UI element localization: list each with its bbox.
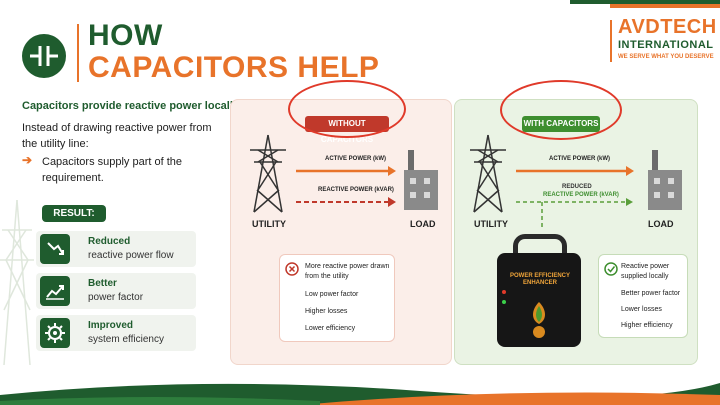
leaf-badge-icon [533, 302, 545, 338]
factory-icon [404, 150, 438, 210]
result-item-title: Better [88, 278, 117, 289]
highlight-circle [288, 80, 406, 138]
result-item-subtitle: power factor [88, 292, 144, 303]
brand-tagline: WE SERVE WHAT YOU DESERVE [618, 54, 714, 60]
utility-label: UTILITY [252, 219, 286, 229]
result-item-title: Reduced [88, 236, 131, 247]
status-led [502, 300, 506, 304]
device-label: POWER EFFICIENCY ENHANCER [509, 273, 570, 286]
with-info-item: Better power factor [621, 290, 681, 297]
highlight-circle [500, 80, 622, 140]
with-info-item: Lower losses [621, 306, 662, 313]
utility-tower-icon [470, 134, 506, 213]
with-info-item: Reactive power supplied locally [621, 263, 670, 280]
with-info-item: Higher efficiency [621, 322, 673, 329]
device-handle [513, 234, 567, 260]
tower-background-icon [0, 199, 34, 366]
x-circle-icon [285, 262, 299, 276]
without-info-item: Higher losses [305, 308, 348, 315]
load-label: LOAD [410, 219, 436, 229]
with-diagram [470, 134, 682, 230]
utility-tower-icon [250, 134, 286, 213]
brand-subname: INTERNATIONAL [618, 39, 714, 51]
result-item-improved: Improved system efficiency [36, 315, 196, 351]
without-info-item: More reactive power drawn from the utili… [305, 263, 390, 280]
brand-name: AVDTECH [618, 16, 717, 38]
bottom-wave-decoration [0, 383, 720, 405]
without-info-item: Lower efficiency [305, 325, 356, 332]
without-info-item: Low power factor [305, 291, 359, 298]
factory-icon [648, 150, 682, 210]
trend-up-icon [40, 276, 70, 306]
utility-label: UTILITY [474, 219, 508, 229]
active-power-label: ACTIVE POWER (kW) [549, 156, 610, 162]
result-item-title: Improved [88, 320, 134, 331]
reactive-power-label: REACTIVE POWER (kVAR) [318, 187, 394, 193]
title-divider [77, 24, 79, 82]
intro-headline: Capacitors provide reactive power locall… [22, 100, 242, 112]
reactive-power-label: REACTIVE POWER (kVAR) [543, 192, 619, 198]
result-item-reduced: Reduced reactive power flow [36, 231, 196, 267]
trend-down-icon [40, 234, 70, 264]
without-diagram [250, 134, 438, 213]
gear-icon [40, 318, 70, 348]
status-led [502, 290, 506, 294]
page-title-line2: CAPACITORS HELP [88, 51, 380, 84]
load-label: LOAD [648, 219, 674, 229]
result-item-subtitle: system efficiency [88, 334, 164, 345]
arrow-right-icon: ➔ [22, 153, 33, 167]
intro-text: Instead of drawing reactive power from t… [22, 122, 212, 150]
page-title-line1: HOW [88, 19, 163, 52]
brand-divider [610, 20, 612, 62]
result-item-better: Better power factor [36, 273, 196, 309]
capacitor-icon [22, 34, 66, 78]
reduced-label: REDUCED [562, 184, 592, 190]
result-label: RESULT: [42, 205, 106, 222]
top-accent-stripe [570, 0, 720, 8]
check-circle-icon [604, 262, 618, 276]
result-item-subtitle: reactive power flow [88, 250, 174, 261]
intro-bullet: Capacitors supply part of the requiremen… [42, 156, 183, 184]
active-power-label: ACTIVE POWER (kW) [325, 156, 386, 162]
